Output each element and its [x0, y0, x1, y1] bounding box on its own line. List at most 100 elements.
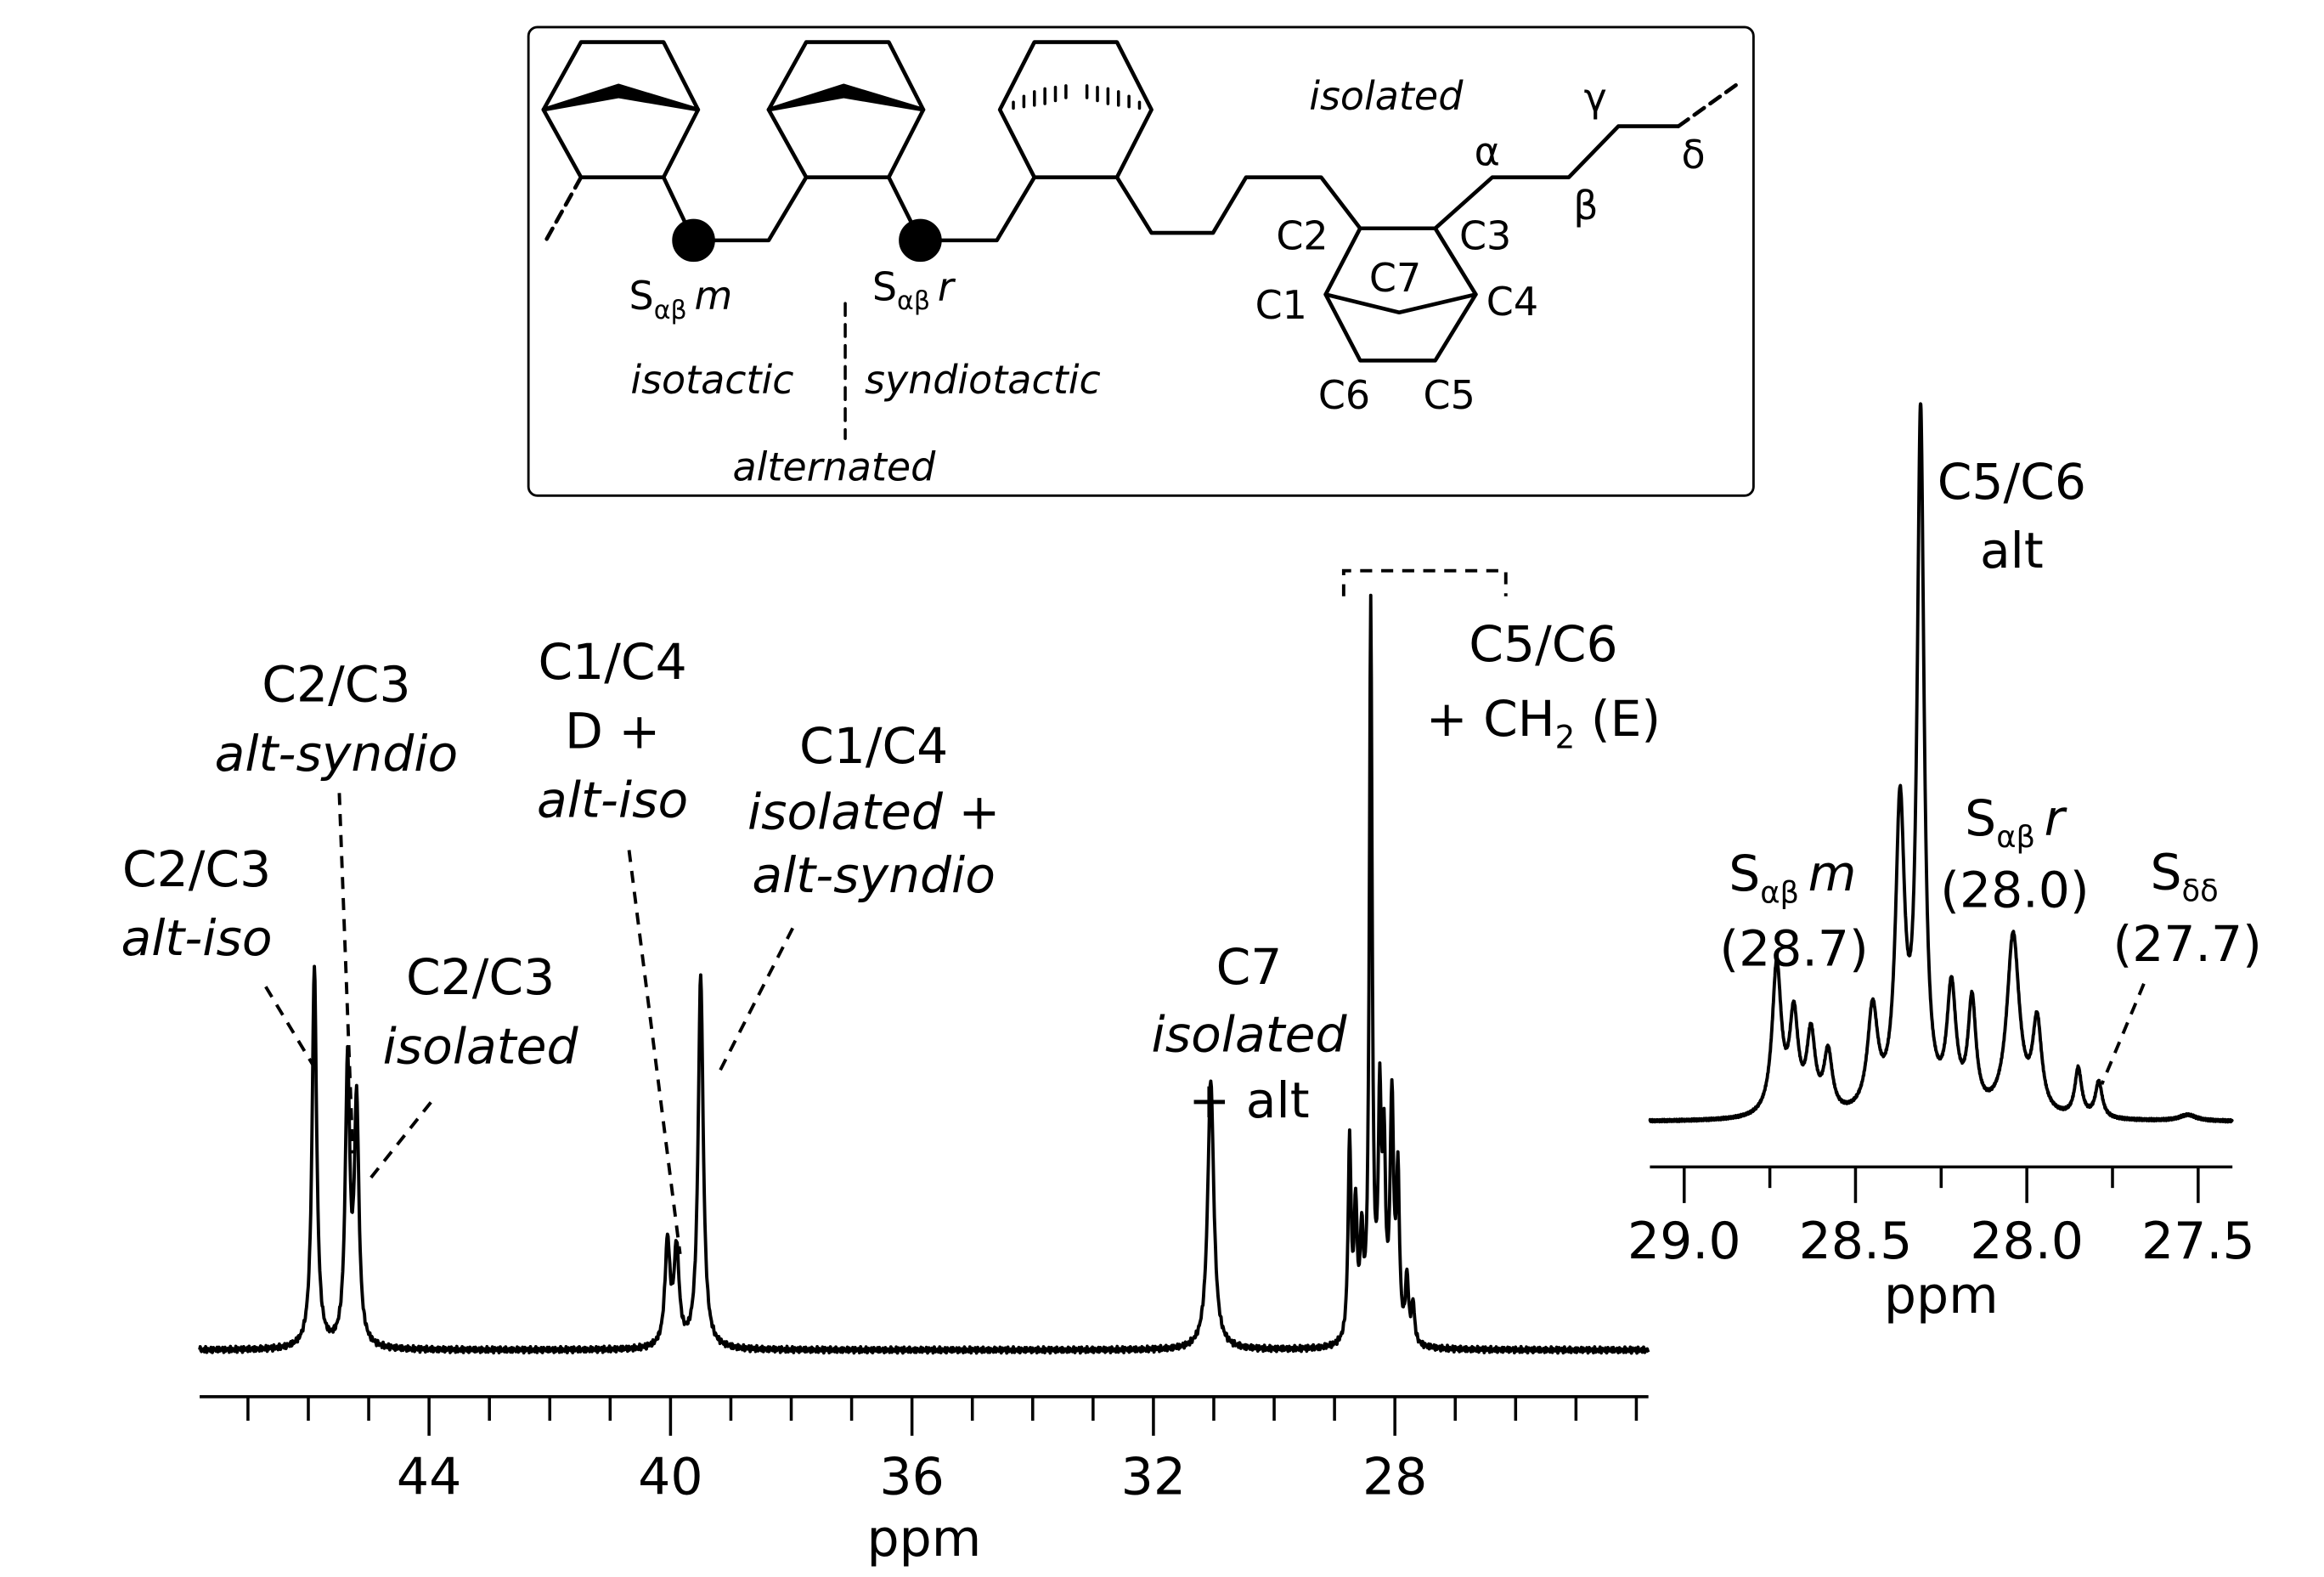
- tick-label: 40: [638, 1448, 702, 1507]
- annotation-c7-line3: + alt: [1188, 1071, 1309, 1129]
- main-spectrum: 44 40 36 32 28 ppm C2/C3 alt-iso C2/C3 alt-s…: [121, 568, 1661, 1569]
- main-leader-lines: [264, 568, 1508, 1255]
- main-spectrum-trace: [198, 593, 1650, 1355]
- svg-text:+ CH2 (E): + CH2 (E): [1426, 690, 1661, 755]
- leader-sdd: [2100, 983, 2146, 1085]
- sab-r-sub: αβ: [897, 286, 930, 316]
- annotation-c7-line2: isolated: [1152, 1005, 1348, 1063]
- leader-c2c3-isolated: [364, 1101, 432, 1185]
- c2-label: C2: [1276, 212, 1328, 258]
- annotation-sab-m-sub: αβ: [1760, 875, 1799, 910]
- sab-r-label: S: [872, 264, 897, 310]
- annotation-sab-r-main: S: [1965, 789, 1996, 847]
- c4-label: C4: [1486, 279, 1538, 325]
- tick-label: 28.5: [1799, 1212, 1913, 1271]
- c5-label: C5: [1424, 372, 1475, 418]
- main-x-ticks: 44 40 36 32 28: [246, 1396, 1639, 1507]
- annotation-sab-m-main: S: [1729, 845, 1760, 902]
- inset-x-axis-label: ppm: [1884, 1266, 1999, 1325]
- ring-2-bridge: [766, 83, 926, 112]
- c7-label: C7: [1369, 255, 1421, 301]
- chain-dashed-right: [1676, 79, 1744, 128]
- main-annotations: C2/C3 alt-iso C2/C3 alt-syndio C2/C3 iso…: [121, 615, 1661, 1129]
- annotation-c2c3-alt-syndio-line2: alt-syndio: [215, 725, 459, 783]
- inset-x-ticks: 29.0 28.5 28.0 27.5: [1627, 1167, 2255, 1271]
- ring-3: [997, 40, 1154, 179]
- annotation-c2c3-isolated-line2: isolated: [383, 1017, 579, 1075]
- leader-c1c4-isolated: [716, 927, 794, 1077]
- sab-m-marker: [672, 218, 715, 263]
- annotation-c2c3-isolated-line1: C2/C3: [406, 948, 555, 1006]
- leader-c1c4-d: [627, 850, 682, 1255]
- ring-3-hashed-bridge: [1012, 84, 1142, 110]
- c1-label: C1: [1255, 282, 1307, 328]
- beta-label: β: [1573, 183, 1598, 229]
- gamma-label: γ: [1584, 75, 1607, 121]
- chain-dashed-left: [541, 175, 584, 247]
- annotation-c1c4-d-line1: C1/C4: [538, 633, 686, 691]
- bracket-c5c6: [1341, 568, 1508, 596]
- c6-label: C6: [1318, 372, 1370, 418]
- norbornane-bridge: [1323, 292, 1478, 315]
- tick-label: 29.0: [1627, 1212, 1741, 1271]
- annotation-c5c6-e-sub: 2: [1555, 719, 1576, 755]
- leader-c2c3-alt-iso: [264, 986, 320, 1075]
- annotation-sab-m-suffix: m: [1808, 845, 1857, 902]
- syndiotactic-label: syndiotactic: [865, 357, 1101, 403]
- tick-label: 28.0: [1970, 1212, 2084, 1271]
- alternated-label: alternated: [733, 444, 937, 490]
- tick-label: 36: [879, 1448, 944, 1507]
- ring-1: [541, 40, 701, 179]
- delta-label: δ: [1682, 132, 1706, 178]
- annotation-sab-r-suffix: r: [2045, 789, 2067, 847]
- tick-label: 32: [1121, 1448, 1186, 1507]
- annotation-c5c6-e-ch: + CH: [1426, 690, 1555, 748]
- sab-m-sub: αβ: [654, 296, 687, 325]
- annotation-c1c4-isolated-line1: C1/C4: [799, 717, 948, 775]
- sab-m-label: S: [629, 273, 654, 319]
- isotactic-label: isotactic: [630, 357, 793, 403]
- annotation-c5c6-e-line1: C5/C6: [1469, 615, 1617, 673]
- alpha-label: α: [1475, 129, 1500, 175]
- annotation-sab-r-value: (28.0): [1940, 862, 2089, 919]
- isolated-label: isolated: [1309, 73, 1464, 119]
- annotation-sab-m-value: (28.7): [1719, 920, 1868, 978]
- annotation-c2c3-alt-iso-line2: alt-iso: [121, 909, 272, 967]
- annotation-c7-line1: C7: [1216, 938, 1283, 996]
- annotation-c1c4-d-line3: alt-iso: [537, 772, 688, 829]
- tick-label: 28: [1362, 1448, 1427, 1507]
- structure-frame: [527, 25, 1755, 497]
- annotation-c1c4-isolated-line2: isolated +: [747, 783, 1000, 841]
- annotation-c5c6-e-suffix: (E): [1575, 690, 1661, 748]
- inset-spectrum-trace: [1648, 402, 2234, 1124]
- tick-label: 44: [397, 1448, 461, 1507]
- annotation-c5c6-alt-line1: C5/C6: [1938, 453, 2086, 511]
- annotation-c1c4-d-line2: D +: [565, 702, 660, 760]
- annotation-sdd-sub: δδ: [2182, 874, 2219, 909]
- leader-c2c3-alt-syndio: [337, 793, 355, 1154]
- sab-m-suffix: m: [695, 273, 733, 319]
- annotation-sab-r-sub: αβ: [1996, 820, 2035, 855]
- c3-label: C3: [1459, 212, 1511, 258]
- polymer-chain: [661, 124, 1681, 243]
- ring-2: [766, 40, 926, 179]
- sab-r-suffix: r: [938, 264, 956, 310]
- ring-1-bridge: [541, 83, 701, 112]
- annotation-sdd-value: (27.7): [2112, 915, 2261, 973]
- annotation-c5c6-alt-line2: alt: [1980, 522, 2044, 579]
- annotation-c1c4-isolated-line3: alt-syndio: [752, 846, 996, 904]
- annotation-c2c3-alt-iso-line1: C2/C3: [122, 840, 271, 898]
- tick-label: 27.5: [2141, 1212, 2255, 1271]
- main-x-axis-label: ppm: [866, 1509, 981, 1569]
- structure-diagram: [527, 25, 1755, 497]
- svg-text:Sδδ: Sδδ: [2151, 843, 2219, 908]
- annotation-sdd-main: S: [2151, 843, 2182, 901]
